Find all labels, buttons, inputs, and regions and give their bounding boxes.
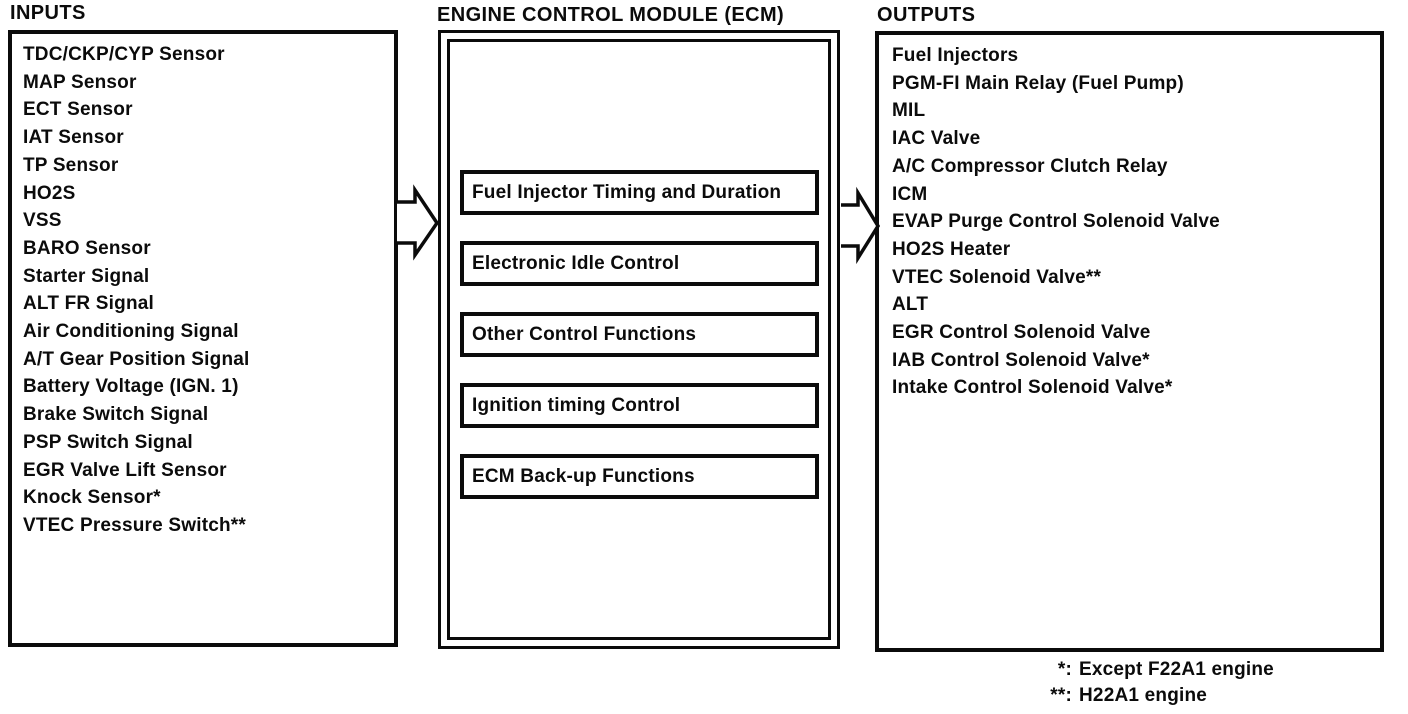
- ecm-function-box: ECM Back-up Functions: [460, 454, 819, 499]
- output-item: HO2S Heater: [892, 238, 1011, 260]
- input-item: VSS: [23, 210, 62, 232]
- input-item: TP Sensor: [23, 154, 119, 176]
- input-item: Air Conditioning Signal: [23, 321, 239, 343]
- output-item: A/C Compressor Clutch Relay: [892, 155, 1168, 177]
- input-item: Knock Sensor*: [23, 487, 161, 509]
- output-item: Intake Control Solenoid Valve*: [892, 377, 1173, 399]
- input-item: ALT FR Signal: [23, 293, 155, 315]
- output-item: IAC Valve: [892, 128, 981, 150]
- output-item: EGR Control Solenoid Valve: [892, 322, 1151, 344]
- ecm-function-box: Electronic Idle Control: [460, 241, 819, 286]
- footnote-text: H22A1 engine: [1079, 685, 1208, 706]
- input-item: IAT Sensor: [23, 127, 124, 149]
- input-item: HO2S: [23, 182, 76, 204]
- output-item: ICM: [892, 183, 928, 205]
- footnote-text: Except F22A1 engine: [1079, 659, 1274, 680]
- output-item: IAB Control Solenoid Valve*: [892, 349, 1150, 371]
- footnote-marker: **:: [1050, 685, 1072, 706]
- output-item: ALT: [892, 294, 929, 316]
- input-item: EGR Valve Lift Sensor: [23, 459, 227, 481]
- output-item: PGM-FI Main Relay (Fuel Pump): [892, 72, 1184, 94]
- ecm-function-box: Other Control Functions: [460, 312, 819, 357]
- output-item: Fuel Injectors: [892, 45, 1019, 66]
- footnote: **: H22A1 engine: [985, 683, 1274, 709]
- ecm-function-box: Ignition timing Control: [460, 383, 819, 428]
- ecm-function-box: Fuel Injector Timing and Duration: [460, 170, 819, 215]
- input-item: ECT Sensor: [23, 99, 133, 121]
- input-item: Starter Signal: [23, 265, 150, 287]
- inputs-to-ecm-arrow-icon: [397, 184, 440, 261]
- footnotes: *: Except F22A1 engine **: H22A1 engine: [985, 657, 1274, 709]
- footnote-marker: *:: [1057, 659, 1072, 680]
- outputs-section-title: OUTPUTS: [877, 4, 976, 26]
- output-item: MIL: [892, 100, 926, 122]
- input-item: MAP Sensor: [23, 71, 137, 93]
- input-item: A/T Gear Position Signal: [23, 348, 250, 370]
- ecm-section-title: ENGINE CONTROL MODULE (ECM): [437, 4, 785, 26]
- output-item: EVAP Purge Control Solenoid Valve: [892, 211, 1220, 233]
- inputs-section-title: INPUTS: [10, 2, 86, 24]
- footnote: *: Except F22A1 engine: [985, 657, 1274, 683]
- input-item: TDC/CKP/CYP Sensor: [23, 44, 225, 65]
- input-item: Battery Voltage (IGN. 1): [23, 376, 239, 398]
- input-item: BARO Sensor: [23, 237, 151, 259]
- output-item: VTEC Solenoid Valve**: [892, 266, 1102, 288]
- input-item: VTEC Pressure Switch**: [23, 514, 246, 536]
- input-item: Brake Switch Signal: [23, 404, 209, 426]
- input-item: PSP Switch Signal: [23, 431, 193, 453]
- ecm-to-outputs-arrow-icon: [841, 186, 881, 265]
